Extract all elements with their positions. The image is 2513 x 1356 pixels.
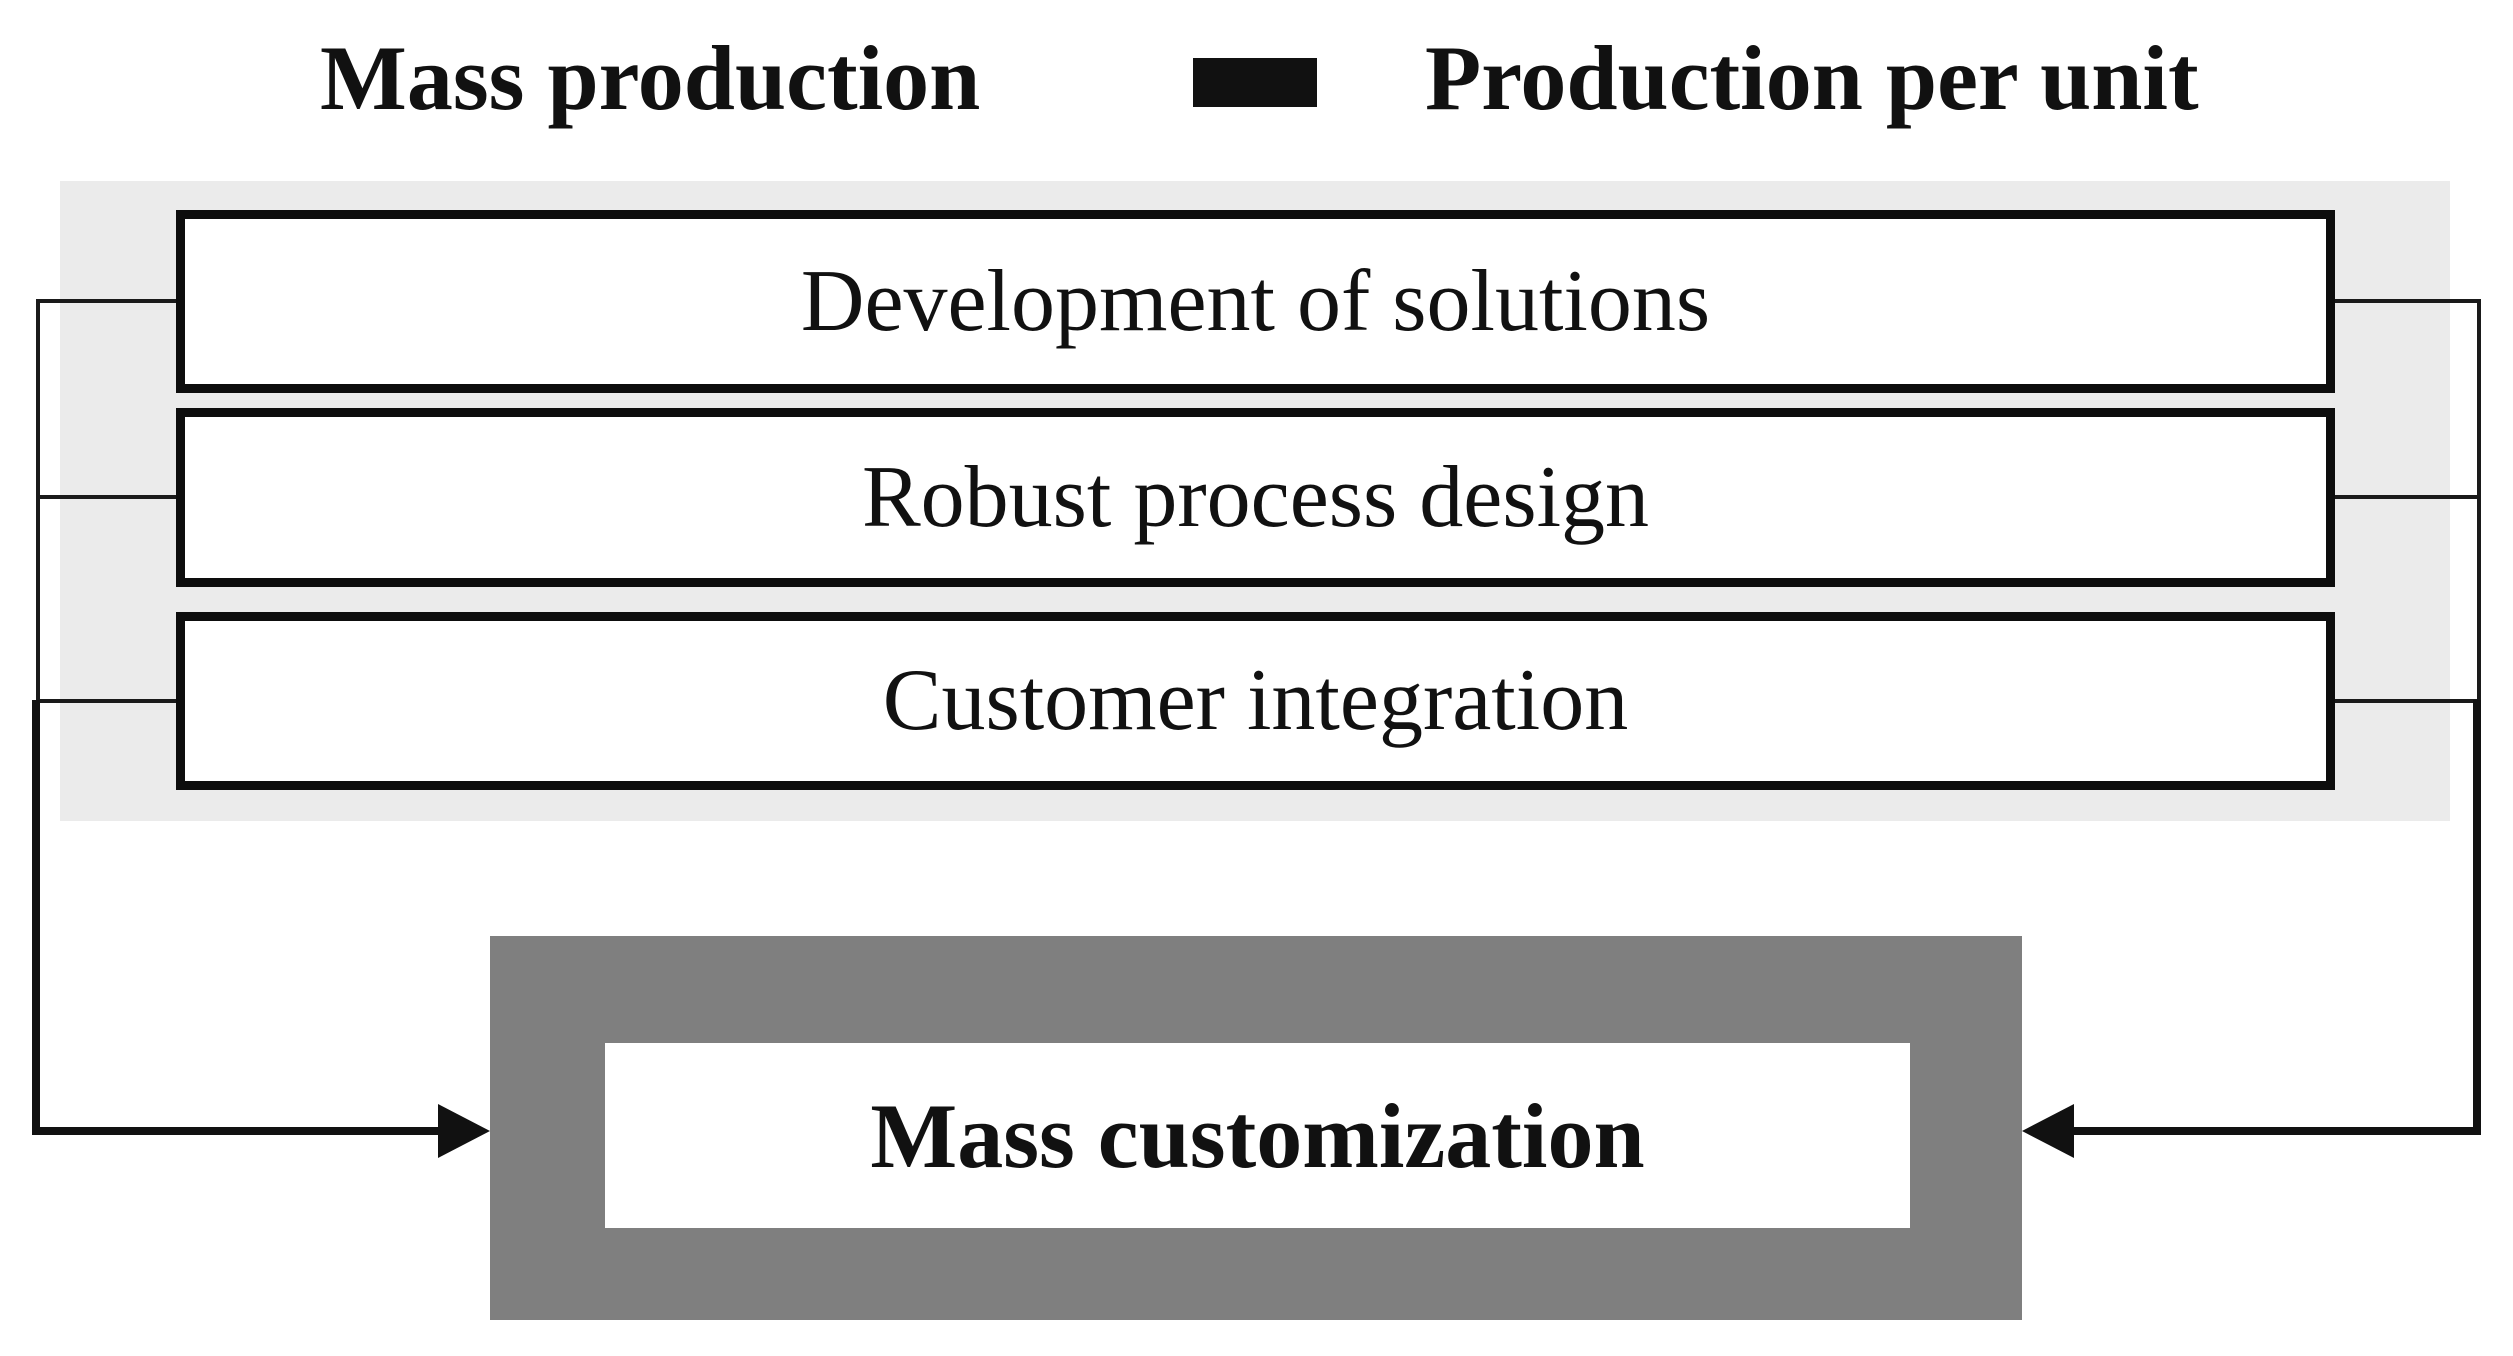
box-robust-process-design-label: Robust process design bbox=[861, 448, 1650, 546]
mass-customization-box: Mass customization bbox=[605, 1043, 1910, 1228]
left-connector-stub-2 bbox=[36, 495, 176, 499]
right-arrow-vertical-line bbox=[2473, 700, 2481, 1135]
left-arrow-vertical-line bbox=[32, 700, 40, 1135]
box-development-of-solutions-label: Development of solutions bbox=[800, 252, 1711, 350]
box-development-of-solutions: Development of solutions bbox=[176, 210, 2335, 393]
box-customer-integration-label: Customer integration bbox=[882, 652, 1629, 749]
box-robust-process-design: Robust process design bbox=[176, 408, 2335, 587]
left-connector-vertical bbox=[36, 299, 40, 703]
arrowhead-left-icon bbox=[2022, 1104, 2074, 1158]
left-connector-stub-3 bbox=[36, 699, 176, 703]
legend-label-mass-production: Mass production bbox=[320, 27, 981, 129]
right-connector-vertical bbox=[2477, 299, 2481, 703]
right-connector-stub-3 bbox=[2335, 699, 2481, 703]
legend-black-rectangle-icon bbox=[1193, 58, 1317, 107]
arrowhead-right-icon bbox=[438, 1104, 490, 1158]
mass-customization-frame: Mass customization bbox=[490, 936, 2022, 1320]
legend-label-production-per-unit: Production per unit bbox=[1425, 27, 2199, 129]
box-customer-integration: Customer integration bbox=[176, 612, 2335, 790]
right-arrow-horizontal-line bbox=[2070, 1127, 2481, 1135]
right-connector-stub-2 bbox=[2335, 495, 2481, 499]
mass-customization-label: Mass customization bbox=[870, 1084, 1645, 1187]
right-connector-stub-1 bbox=[2335, 299, 2481, 303]
left-arrow-horizontal-line bbox=[32, 1127, 442, 1135]
left-connector-stub-1 bbox=[36, 299, 176, 303]
